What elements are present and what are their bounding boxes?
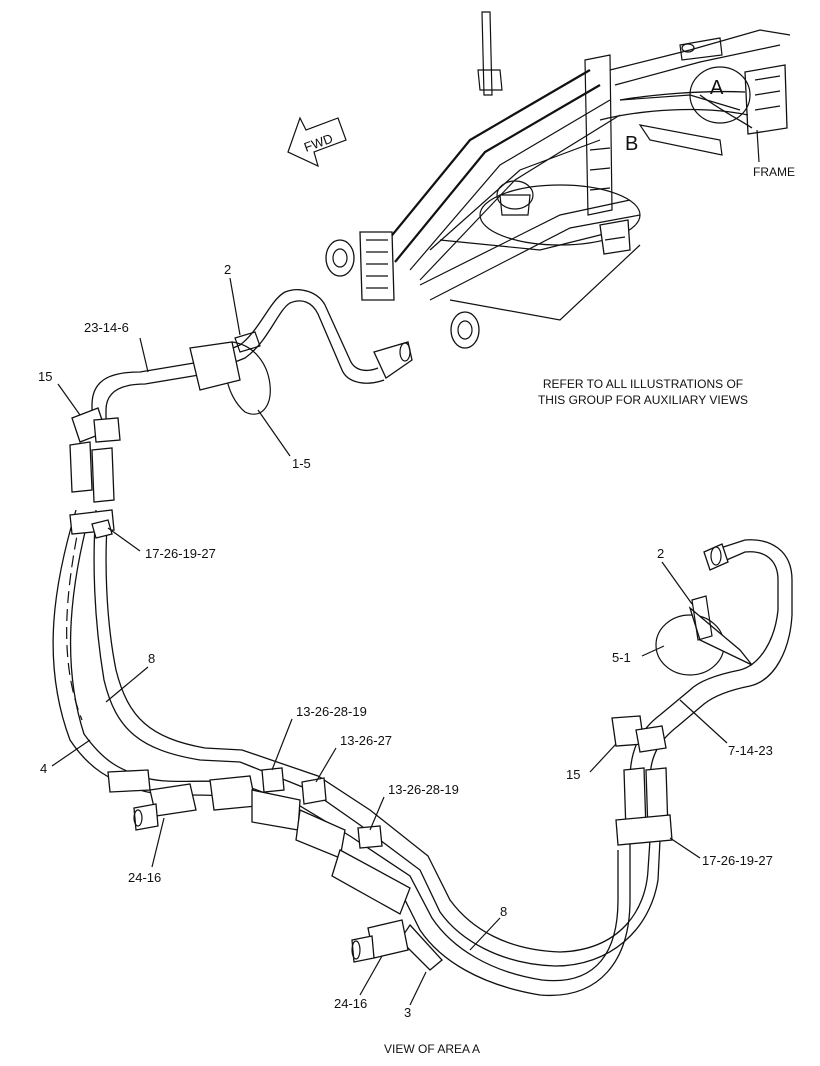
callout-label: 23-14-6 [84, 320, 129, 335]
callout-label: 24-16 [128, 870, 161, 885]
area-label-b: B [625, 133, 638, 155]
callout-label: 13-26-28-19 [388, 782, 459, 797]
fwd-arrow-icon: FWD [287, 116, 347, 168]
callout-label: 13-26-28-19 [296, 704, 367, 719]
callout-label: 7-14-23 [728, 743, 773, 758]
callout-labels: 2 23-14-6 15 1-5 17-26-19-27 8 4 24-16 1… [38, 262, 773, 1020]
callout-label: 13-26-27 [340, 733, 392, 748]
note-line-2: THIS GROUP FOR AUXILIARY VIEWS [538, 393, 748, 407]
callout-label: 24-16 [334, 996, 367, 1011]
callout-label: 15 [38, 369, 52, 384]
callout-label: 8 [148, 651, 155, 666]
hose-assembly [52, 289, 793, 997]
callout-label: 15 [566, 767, 580, 782]
leader-lines [51, 277, 728, 1006]
callout-label: 2 [224, 262, 231, 277]
area-label-a: A [710, 77, 724, 99]
callout-label: 8 [500, 904, 507, 919]
callout-label: 5-1 [612, 650, 631, 665]
frame-label: FRAME [753, 165, 795, 179]
callout-label: 3 [404, 1005, 411, 1020]
fwd-label: FWD [302, 131, 335, 155]
callout-label: 2 [657, 546, 664, 561]
machine-overview [325, 11, 791, 349]
callout-label: 4 [40, 761, 47, 776]
view-caption: VIEW OF AREA A [384, 1042, 480, 1056]
callout-label: 1-5 [292, 456, 311, 471]
callout-label: 17-26-19-27 [145, 546, 216, 561]
callout-label: 17-26-19-27 [702, 853, 773, 868]
note-line-1: REFER TO ALL ILLUSTRATIONS OF [543, 377, 743, 391]
